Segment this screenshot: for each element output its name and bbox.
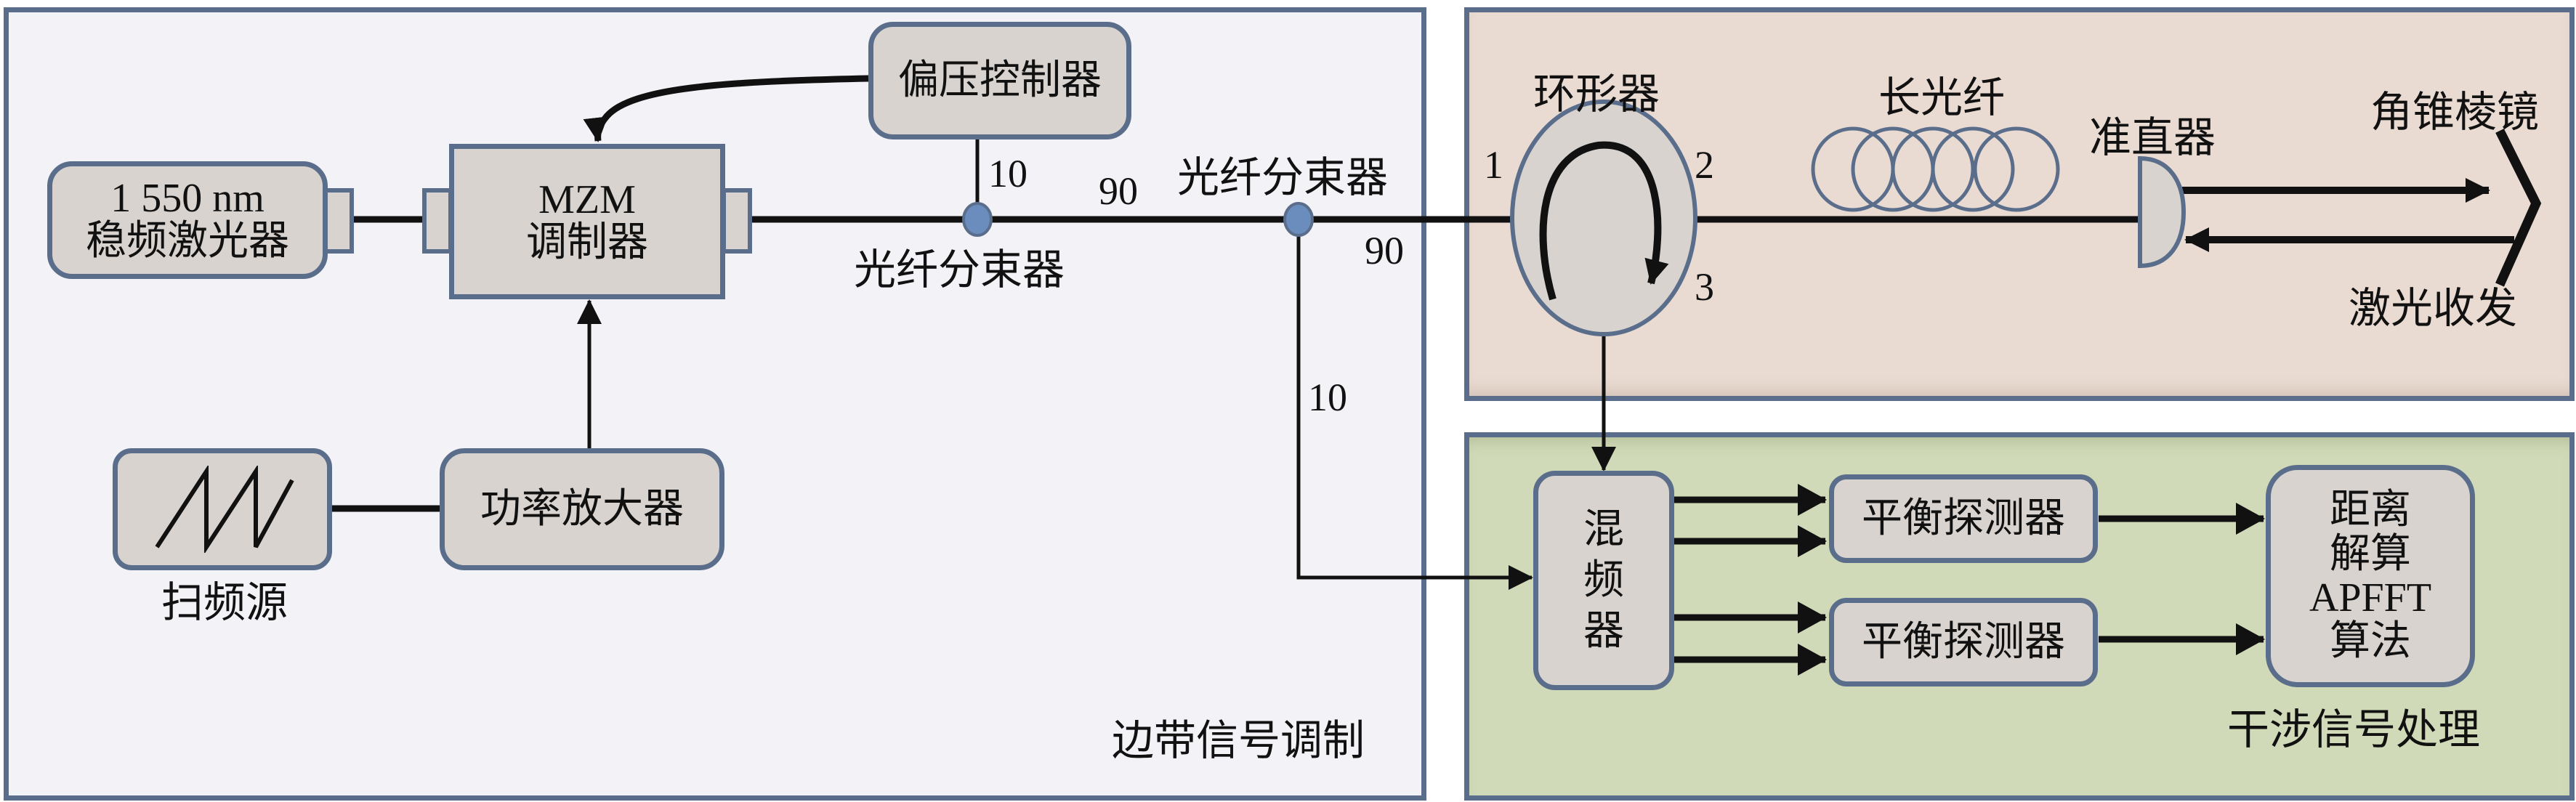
collimator-label: 准直器 [2089, 113, 2216, 162]
sweep-source [113, 448, 332, 570]
circulator-port-2: 2 [1695, 143, 1714, 187]
mzm-output-port [722, 188, 752, 254]
collimator-lens [2138, 155, 2187, 269]
range-solver-line-3: APFFT [2309, 575, 2432, 620]
processing-panel-title: 干涉信号处理 [2227, 705, 2481, 754]
range-solver: 距离 解算 APFFT 算法 [2266, 465, 2475, 687]
laser-wavelength: 1 550 nm [110, 176, 265, 222]
modulation-panel-title: 边带信号调制 [1112, 716, 1365, 765]
sawtooth-wave-icon [155, 466, 294, 553]
splitter1-label: 光纤分束器 [854, 245, 1065, 294]
balanced-detector-1-label: 平衡探测器 [1862, 494, 2065, 542]
wire-bias-to-mzm [583, 75, 869, 142]
laser-name: 稳频激光器 [86, 217, 289, 264]
splitter1-through-ratio: 90 [1099, 169, 1138, 213]
splitter1-node [962, 202, 993, 237]
mzm-title: MZM [538, 177, 636, 223]
laser-output-port [323, 188, 354, 254]
clockwise-arrow-icon [1539, 141, 1669, 301]
power-amplifier-label: 功率放大器 [480, 485, 684, 532]
sweep-source-label: 扫频源 [161, 578, 288, 627]
balanced-detector-2-label: 平衡探测器 [1862, 617, 2065, 665]
circulator-port-1: 1 [1484, 143, 1503, 187]
mixer-char-1: 混 [1583, 506, 1624, 553]
bias-controller-label: 偏压控制器 [898, 56, 1102, 104]
transceiver-label: 激光收发 [2349, 283, 2518, 333]
sideband-modulation-panel [4, 7, 1426, 801]
circulator-body [1510, 100, 1697, 336]
splitter2-node [1283, 202, 1314, 237]
wire-splitter2-to-mixer [1296, 219, 1533, 590]
mixer: 混 频 器 [1533, 471, 1674, 690]
corner-cube-label: 角锥棱镜 [2370, 87, 2540, 137]
corner-cube-icon [2495, 129, 2542, 287]
long-fiber-label: 长光纤 [1878, 73, 2006, 122]
splitter1-tap-ratio: 10 [988, 152, 1027, 195]
bias-controller: 偏压控制器 [868, 22, 1131, 139]
mzm-input-port [422, 188, 453, 254]
mixer-char-2: 频 [1583, 556, 1624, 604]
range-solver-line-1: 距离 [2330, 486, 2411, 534]
circulator-label: 环形器 [1533, 69, 1660, 118]
splitter2-tap-ratio: 10 [1308, 376, 1347, 419]
range-solver-line-2: 解算 [2330, 530, 2411, 578]
mzm-subtitle: 调制器 [526, 219, 648, 266]
splitter2-label: 光纤分束器 [1177, 153, 1389, 202]
stabilized-laser: 1 550 nm 稳频激光器 [47, 161, 328, 279]
mzm-modulator: MZM 调制器 [449, 144, 725, 299]
mixer-char-3: 器 [1583, 607, 1624, 655]
splitter2-through-ratio: 90 [1365, 229, 1404, 272]
power-amplifier: 功率放大器 [440, 448, 724, 570]
balanced-detector-1: 平衡探测器 [1829, 474, 2098, 563]
balanced-detector-2: 平衡探测器 [1829, 598, 2098, 686]
range-solver-line-4: 算法 [2330, 617, 2411, 665]
fiber-coil-icon [1811, 126, 2060, 212]
circulator-port-3: 3 [1695, 265, 1714, 309]
